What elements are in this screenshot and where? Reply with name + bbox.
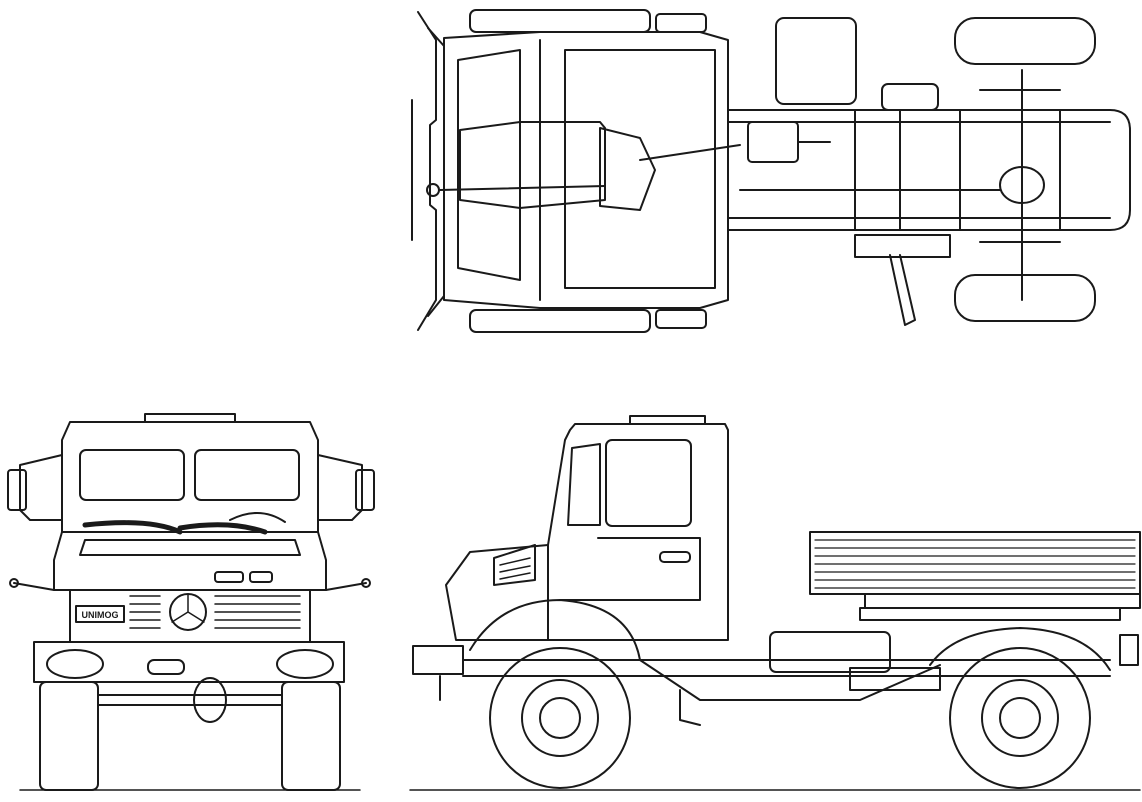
front-wiper-left: [82, 520, 183, 535]
front-window-left: [79, 449, 185, 501]
side-subframe: [859, 607, 1121, 621]
side-frame-rail: [462, 659, 1111, 677]
front-tyre-left: [39, 681, 99, 791]
front-star-emblem: [169, 593, 207, 631]
top-frame-rail-upper: [727, 109, 1131, 231]
front-tyre-right: [281, 681, 341, 791]
side-cab-outline: [547, 423, 729, 641]
side-rear-wheel: [949, 647, 1091, 789]
front-unimog-badge: UNIMOG: [82, 610, 119, 620]
top-air-tank: [881, 83, 939, 111]
side-door-handle: [659, 551, 691, 563]
front-grille-bars: [129, 595, 301, 629]
front-view: [7, 413, 375, 791]
front-window-right: [194, 449, 300, 501]
side-hood: [445, 544, 549, 641]
top-mirror-right: [469, 309, 651, 333]
top-step-left: [655, 13, 707, 33]
side-hood-vent: [493, 544, 536, 586]
top-rear-wheel-left: [954, 17, 1096, 65]
side-front-bumper: [412, 645, 464, 675]
front-upper-vent: [214, 571, 244, 583]
side-front-rim: [521, 679, 599, 757]
top-front-bumper: [417, 11, 437, 331]
front-marker-arms: [13, 582, 367, 591]
front-axle-tube: [97, 694, 283, 706]
top-frame-rail-inner: [727, 121, 1111, 219]
top-driveshaft-upper: [639, 144, 741, 161]
side-tail-lamp: [1119, 634, 1139, 666]
side-roof-vent: [629, 415, 706, 425]
top-crossmembers: [854, 109, 1061, 231]
side-bed-floor: [864, 593, 1141, 609]
top-front-diff: [426, 183, 440, 197]
front-marker-left: [9, 578, 19, 588]
top-gearbox: [599, 127, 656, 211]
top-rear-wheel-right: [954, 274, 1096, 322]
top-engine-block: [459, 121, 606, 209]
top-fuel-tank: [775, 17, 857, 105]
front-badge-box: [75, 605, 125, 623]
side-front-hub: [539, 697, 581, 739]
top-mirror-left: [469, 9, 651, 33]
top-front-driveshaft: [439, 185, 606, 191]
front-hood-vent: [79, 539, 301, 556]
front-differential: [193, 677, 227, 723]
side-hood-vent-slats: [499, 557, 531, 580]
side-view: [409, 415, 1141, 791]
side-cargo-bed: [809, 531, 1141, 595]
side-front-wheel: [489, 647, 631, 789]
front-bumper: [33, 641, 345, 683]
front-roof-vent: [144, 413, 236, 423]
side-door-window: [605, 439, 692, 527]
side-front-fender: [469, 599, 641, 661]
front-marker-right: [361, 578, 371, 588]
side-fuel-tank: [769, 631, 891, 673]
side-bed-slats: [814, 539, 1136, 589]
front-mirror-right: [355, 469, 375, 511]
side-door: [559, 537, 701, 601]
front-headlight-right: [276, 649, 334, 679]
top-view: [411, 9, 1131, 333]
front-lamp-small: [249, 571, 273, 583]
side-rear-hub: [999, 697, 1041, 739]
side-rear-fender: [929, 627, 1111, 671]
top-transfer-case: [747, 121, 799, 163]
top-step-right: [655, 309, 707, 329]
front-headlight-left: [46, 649, 104, 679]
front-mirror-left: [7, 469, 27, 511]
front-tow-eye: [147, 659, 185, 675]
top-exhaust: [889, 254, 916, 326]
top-windscreen: [457, 49, 521, 281]
side-windscreen-pillar: [567, 443, 601, 526]
side-rear-rim: [981, 679, 1059, 757]
front-cab-outline: [61, 421, 319, 533]
front-wiper-right: [177, 522, 268, 535]
side-step: [679, 689, 701, 726]
front-star-emblem-points: [171, 594, 205, 623]
top-cab-outline: [443, 31, 729, 309]
top-side-box: [854, 234, 951, 258]
side-storage-box: [849, 667, 941, 691]
top-rear-springs: [979, 89, 1061, 243]
top-cab-roof: [539, 39, 716, 301]
side-driveshaft: [639, 659, 941, 701]
front-steering-wheel: [229, 512, 286, 523]
